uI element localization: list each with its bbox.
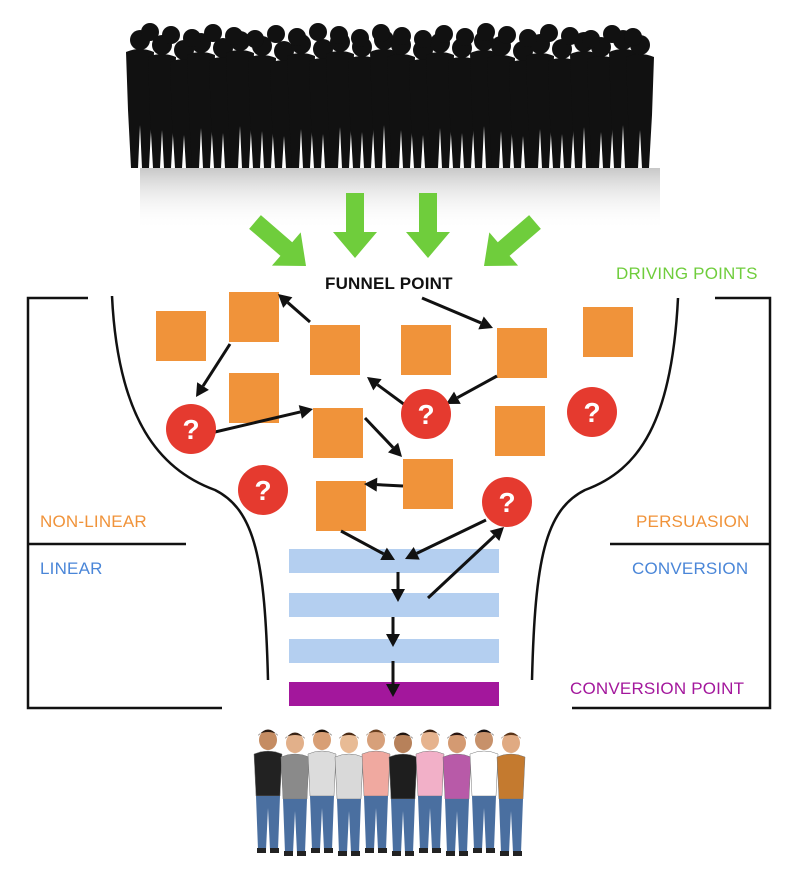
- conversion-label: CONVERSION: [632, 559, 749, 578]
- orange-square: [495, 406, 545, 456]
- person: [361, 729, 391, 853]
- silhouette-head: [498, 26, 516, 44]
- silhouette-head: [246, 30, 264, 48]
- journey-arrow: [214, 405, 313, 434]
- journey-arrow: [367, 377, 406, 407]
- conversion-point-label: CONVERSION POINT: [570, 679, 745, 698]
- silhouette-head: [414, 30, 432, 48]
- person: [388, 732, 418, 856]
- silhouette-head: [288, 28, 306, 46]
- silhouette-head: [141, 23, 159, 41]
- linear-bars: [289, 549, 499, 706]
- silhouette-head: [267, 25, 285, 43]
- person: [496, 732, 526, 856]
- journey-arrow: [364, 477, 404, 492]
- linear-bar: [289, 593, 499, 617]
- question-circles: ?????: [166, 387, 617, 527]
- question-circle: ?: [166, 404, 216, 454]
- silhouette-head: [330, 26, 348, 44]
- silhouette-head: [309, 23, 327, 41]
- driving-arrows: [249, 193, 541, 266]
- green-arrow: [484, 215, 541, 266]
- green-arrow: [333, 193, 377, 258]
- journey-arrow: [421, 296, 493, 330]
- person: [280, 732, 310, 856]
- journey-arrow: [386, 617, 400, 647]
- journey-arrow: [386, 661, 400, 697]
- question-circle: ?: [567, 387, 617, 437]
- right-bracket: [572, 296, 772, 710]
- person: [334, 732, 364, 856]
- orange-square: [310, 325, 360, 375]
- orange-square: [583, 307, 633, 357]
- silhouette-head: [456, 28, 474, 46]
- journey-arrow: [426, 527, 504, 600]
- touchpoint-squares: [156, 292, 633, 531]
- green-arrow: [406, 193, 450, 258]
- silhouette-head: [540, 24, 558, 42]
- question-circle: ?: [482, 477, 532, 527]
- person: [469, 729, 499, 853]
- funnel-left-wall: [110, 295, 270, 681]
- person: [253, 729, 283, 853]
- question-mark: ?: [417, 399, 434, 430]
- orange-square: [229, 292, 279, 342]
- crowd-reflection: [140, 168, 660, 230]
- funnel-point-label: FUNNEL POINT: [325, 274, 453, 293]
- funnel-right-wall: [530, 297, 680, 681]
- journey-arrow: [391, 572, 405, 602]
- green-arrow: [249, 215, 306, 266]
- question-mark: ?: [498, 487, 515, 518]
- orange-square: [313, 408, 363, 458]
- orange-square: [156, 311, 206, 361]
- silhouette-head: [477, 23, 495, 41]
- orange-square: [403, 459, 453, 509]
- linear-label: LINEAR: [40, 559, 103, 578]
- journey-arrow: [196, 343, 232, 397]
- group-of-people-photo: [253, 729, 526, 856]
- journey-arrow: [340, 529, 395, 561]
- journey-arrows: [196, 294, 504, 697]
- silhouette-head: [519, 29, 537, 47]
- question-mark: ?: [182, 414, 199, 445]
- driving-points-label: DRIVING POINTS: [616, 264, 758, 283]
- journey-arrow: [278, 294, 311, 324]
- crowd-silhouette: [126, 23, 654, 168]
- silhouette-head: [225, 27, 243, 45]
- silhouette-head: [183, 29, 201, 47]
- journey-arrow: [405, 518, 487, 560]
- persuasion-label: PERSUASION: [636, 512, 750, 531]
- person: [307, 729, 337, 853]
- silhouette-head: [393, 27, 411, 45]
- silhouette-head: [603, 25, 621, 43]
- orange-square: [401, 325, 451, 375]
- linear-bar: [289, 549, 499, 573]
- orange-square: [497, 328, 547, 378]
- silhouette-head: [435, 25, 453, 43]
- silhouette-head: [204, 24, 222, 42]
- person: [415, 729, 445, 853]
- orange-square: [316, 481, 366, 531]
- journey-arrow: [446, 374, 498, 404]
- question-mark: ?: [254, 475, 271, 506]
- question-mark: ?: [583, 397, 600, 428]
- left-bracket: [26, 296, 222, 710]
- silhouette-head: [162, 26, 180, 44]
- question-circle: ?: [238, 465, 288, 515]
- journey-arrow: [363, 416, 402, 457]
- silhouette-head: [624, 28, 642, 46]
- orange-square: [229, 373, 279, 423]
- person: [442, 732, 472, 856]
- silhouette-head: [372, 24, 390, 42]
- question-circle: ?: [401, 389, 451, 439]
- non-linear-label: NON-LINEAR: [40, 512, 147, 531]
- silhouette-head: [561, 27, 579, 45]
- silhouette-head: [351, 29, 369, 47]
- silhouette-head: [582, 30, 600, 48]
